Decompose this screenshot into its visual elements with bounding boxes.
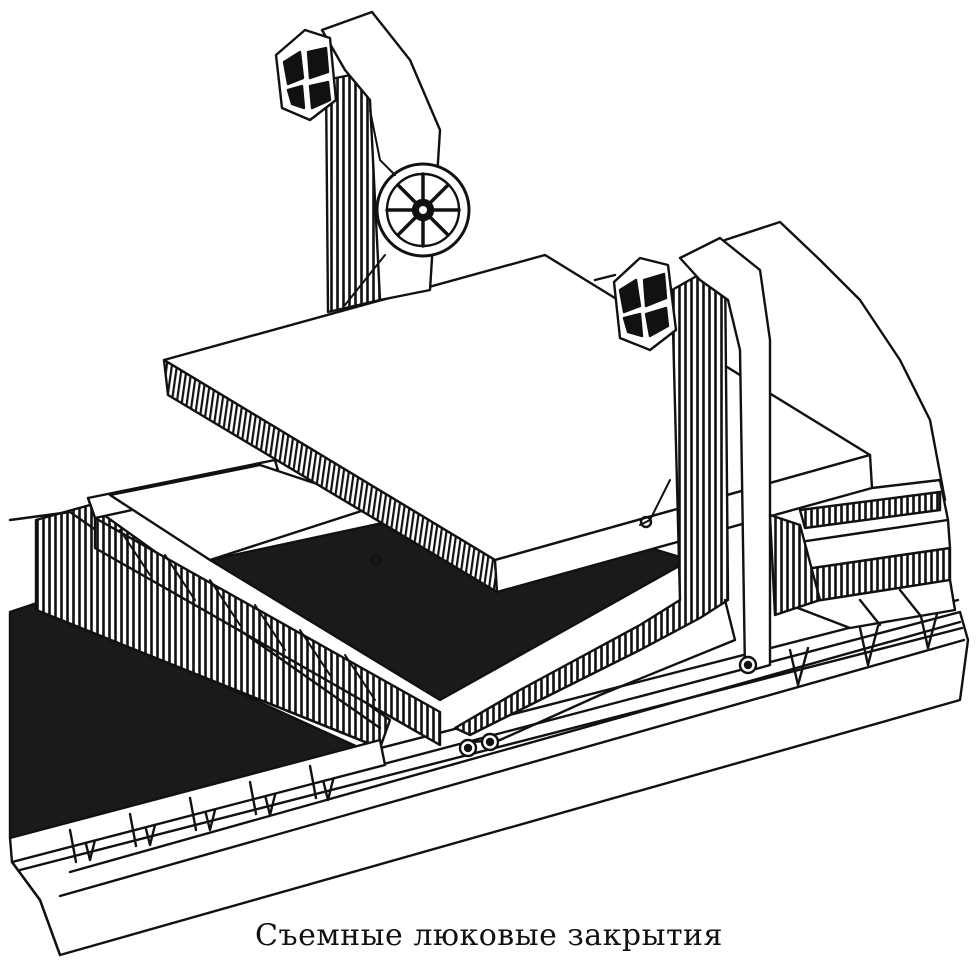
gantry-front bbox=[453, 236, 772, 758]
gantry-rear bbox=[274, 10, 471, 314]
handwheel bbox=[375, 162, 471, 258]
gantry-wheels bbox=[458, 655, 758, 758]
coaming-right bbox=[593, 273, 822, 617]
figure-caption: Съемные люковые закрытия bbox=[255, 918, 723, 953]
stacked-covers-right bbox=[723, 220, 957, 630]
